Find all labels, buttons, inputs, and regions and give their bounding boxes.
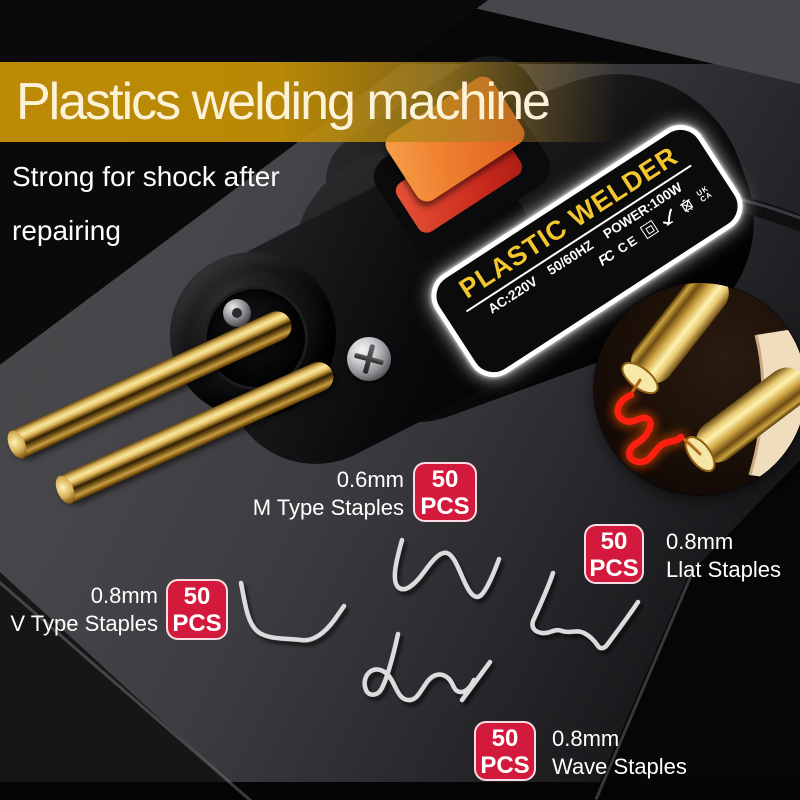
staple-size: 0.8mm bbox=[666, 529, 734, 554]
staple-size: 0.6mm bbox=[336, 467, 404, 492]
count-badge-m-type: 50 PCS bbox=[413, 462, 477, 522]
annotation-m-type: 0.6mm M Type Staples bbox=[238, 466, 404, 522]
device-label-plate: PLASTIC WELDER AC:220V 50/60HZ POWER:100… bbox=[421, 114, 753, 388]
staple-name: Llat Staples bbox=[666, 557, 781, 582]
annotation-wave: 0.8mm Wave Staples bbox=[552, 725, 687, 781]
weee-bin-icon bbox=[679, 198, 694, 212]
staple-size: 0.8mm bbox=[90, 583, 158, 608]
ukca-icon: UK CA bbox=[694, 183, 715, 205]
hot-tip-inset-art bbox=[612, 283, 800, 483]
m-type-staple bbox=[392, 537, 502, 600]
annotation-v-type: 0.8mm V Type Staples bbox=[8, 582, 158, 638]
glowing-staple bbox=[612, 389, 687, 468]
banner-title: Plastics welding machine bbox=[16, 73, 551, 131]
double-insulation-icon bbox=[639, 219, 660, 240]
count-badge-v-type: 50 PCS bbox=[166, 579, 228, 640]
certification-marks: FC CE UK CA bbox=[474, 181, 718, 347]
tagline-line2: repairing bbox=[12, 215, 121, 246]
hot-tip-inset bbox=[594, 283, 800, 495]
flat-staple bbox=[530, 570, 641, 651]
inset-electrode-upper bbox=[621, 283, 729, 395]
v-type-staple bbox=[238, 580, 347, 643]
count-badge-wave: 50 PCS bbox=[474, 721, 536, 781]
staple-name: V Type Staples bbox=[10, 611, 158, 636]
staple-size: 0.8mm bbox=[552, 726, 620, 751]
rohs-check-icon bbox=[662, 208, 674, 226]
background-bottom-band bbox=[0, 782, 800, 800]
title-banner: Plastics welding machine bbox=[0, 62, 620, 142]
electrode-set-screw bbox=[223, 299, 251, 327]
inset-electrode-lower bbox=[684, 367, 800, 473]
tagline: Strong for shock after repairing bbox=[12, 150, 280, 258]
fcc-icon: FC bbox=[595, 247, 617, 269]
staple-name: M Type Staples bbox=[252, 495, 404, 520]
wave-staple bbox=[362, 631, 493, 703]
count-badge-flat: 50 PCS bbox=[584, 524, 644, 584]
staple-name: Wave Staples bbox=[552, 754, 687, 779]
tagline-line1: Strong for shock after bbox=[12, 161, 280, 192]
annotation-flat: 0.8mm Llat Staples bbox=[666, 528, 781, 584]
housing-screw bbox=[347, 337, 391, 381]
